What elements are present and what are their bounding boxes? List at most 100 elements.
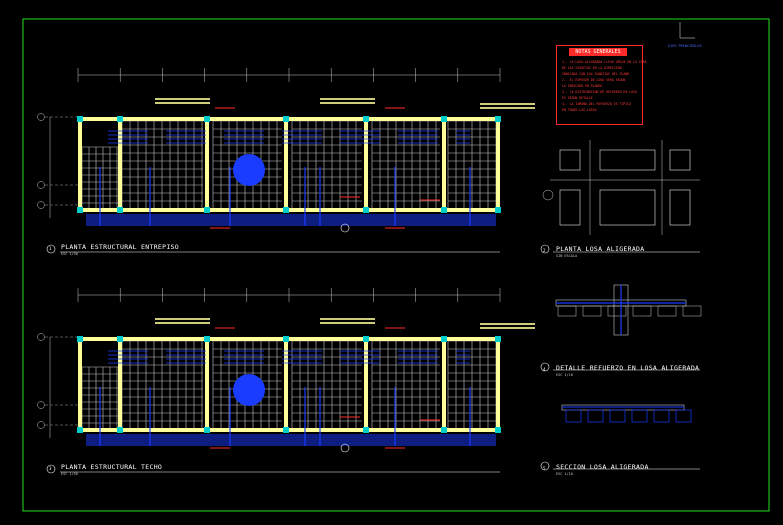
annotation <box>320 102 375 104</box>
view-scale: ESC 1/50 <box>61 472 78 476</box>
section-bubble <box>542 189 554 201</box>
note-line: 2.- EL ESPESOR DE LOSA SERA SEGUN <box>562 78 626 82</box>
column <box>77 207 83 213</box>
annotation <box>155 322 210 324</box>
column <box>283 336 289 342</box>
beam <box>205 337 209 432</box>
column <box>77 427 83 433</box>
note-line: INDICADA CON LAS CUANTIAS DEL PLANO <box>562 72 630 76</box>
annotation <box>155 318 210 320</box>
column <box>441 116 447 122</box>
column <box>283 427 289 433</box>
beam <box>496 117 500 212</box>
annotation <box>320 98 375 100</box>
column <box>363 207 369 213</box>
beam <box>205 117 209 212</box>
floor-plans-layer <box>37 68 535 474</box>
column <box>441 336 447 342</box>
note-line: 3.- LA DISTRIBUCION DE REFUERZO EN LOSA <box>562 90 637 94</box>
view-bubble <box>46 244 56 254</box>
hollow-block <box>653 409 670 423</box>
hollow-block <box>557 305 577 317</box>
annotation <box>155 98 210 100</box>
hollow-block <box>632 305 652 317</box>
axis-bubble <box>37 201 45 209</box>
column <box>117 116 123 122</box>
view-number: 2 <box>543 248 546 253</box>
beam <box>284 337 288 432</box>
view-number: 4 <box>543 367 546 372</box>
beam <box>78 117 82 212</box>
annotation <box>155 102 210 104</box>
north-marker <box>340 443 350 453</box>
hollow-block <box>607 305 627 317</box>
beam <box>496 337 500 432</box>
note-line: ES SEGUN DETALLE <box>562 96 593 100</box>
beam <box>364 117 368 212</box>
hollow-block <box>587 409 604 423</box>
column <box>204 207 210 213</box>
column <box>363 116 369 122</box>
axis-bubble <box>37 401 45 409</box>
column <box>77 116 83 122</box>
view-bubble <box>540 362 550 372</box>
hollow-block <box>682 305 702 317</box>
axis-bubble <box>37 421 45 429</box>
detail-drawings-layer <box>540 22 702 471</box>
view-title-detalle-refuerzo: DETALLE REFUERZO EN LOSA ALIGERADA <box>556 364 700 372</box>
slab-section-detail <box>540 404 700 471</box>
view-title-seccion-losa: SECCION LOSA ALIGERADA <box>556 463 649 471</box>
beam <box>442 117 446 212</box>
view-bubble <box>540 244 550 254</box>
column <box>441 427 447 433</box>
slab-block <box>669 149 691 171</box>
slab-block <box>559 189 581 226</box>
view-scale: ESC 1/10 <box>556 373 573 377</box>
slab-plan-detail <box>540 140 700 254</box>
note-line: EN TODAS LAS LOSAS <box>562 108 597 112</box>
hollow-block <box>565 409 582 423</box>
axis-bubble <box>37 181 45 189</box>
view-title-plan-techo: PLANTA ESTRUCTURAL TECHO <box>61 463 163 471</box>
hollow-block <box>631 409 648 423</box>
structural-plan <box>37 288 535 474</box>
axis-bubble <box>37 333 45 341</box>
opening <box>233 374 265 406</box>
column <box>204 116 210 122</box>
column <box>204 336 210 342</box>
note-line: 4.- LA TAMAÑO DEL REFUERZO ES TIPICO <box>562 102 632 106</box>
column <box>495 116 501 122</box>
beam <box>442 337 446 432</box>
hollow-block <box>675 409 692 423</box>
annotation <box>320 318 375 320</box>
slab-block <box>669 189 691 226</box>
column <box>283 207 289 213</box>
view-bubble <box>540 461 550 471</box>
annotation <box>480 107 535 109</box>
general-notes-box: NOTAS GENERALES 1.- LA LOSA ALIGERADA LL… <box>556 45 647 125</box>
column <box>495 336 501 342</box>
hollow-block <box>582 305 602 317</box>
view-title-losa-aligerada: PLANTA LOSA ALIGERADA <box>556 245 645 253</box>
beam <box>118 337 122 432</box>
beam <box>78 337 82 432</box>
view-scale: SIN ESCALA <box>556 254 578 258</box>
column <box>495 207 501 213</box>
beam <box>118 117 122 212</box>
note-line: LO INDICADO EN PLANOS <box>562 84 603 88</box>
view-scale: ESC 1/10 <box>556 472 573 476</box>
column <box>441 207 447 213</box>
column <box>117 427 123 433</box>
column <box>283 116 289 122</box>
column <box>204 427 210 433</box>
axis-label: EJES PRINCIPALES <box>668 44 702 48</box>
column <box>363 336 369 342</box>
view-bubble <box>46 464 56 474</box>
note-line: 1.- LA LOSA ALIGERADA LLEVA 2Ø3/8 EN LA … <box>562 60 647 64</box>
slab-block <box>559 149 581 171</box>
view-number: 3 <box>49 466 52 471</box>
opening <box>233 154 265 186</box>
annotation <box>480 323 535 325</box>
annotation <box>320 322 375 324</box>
